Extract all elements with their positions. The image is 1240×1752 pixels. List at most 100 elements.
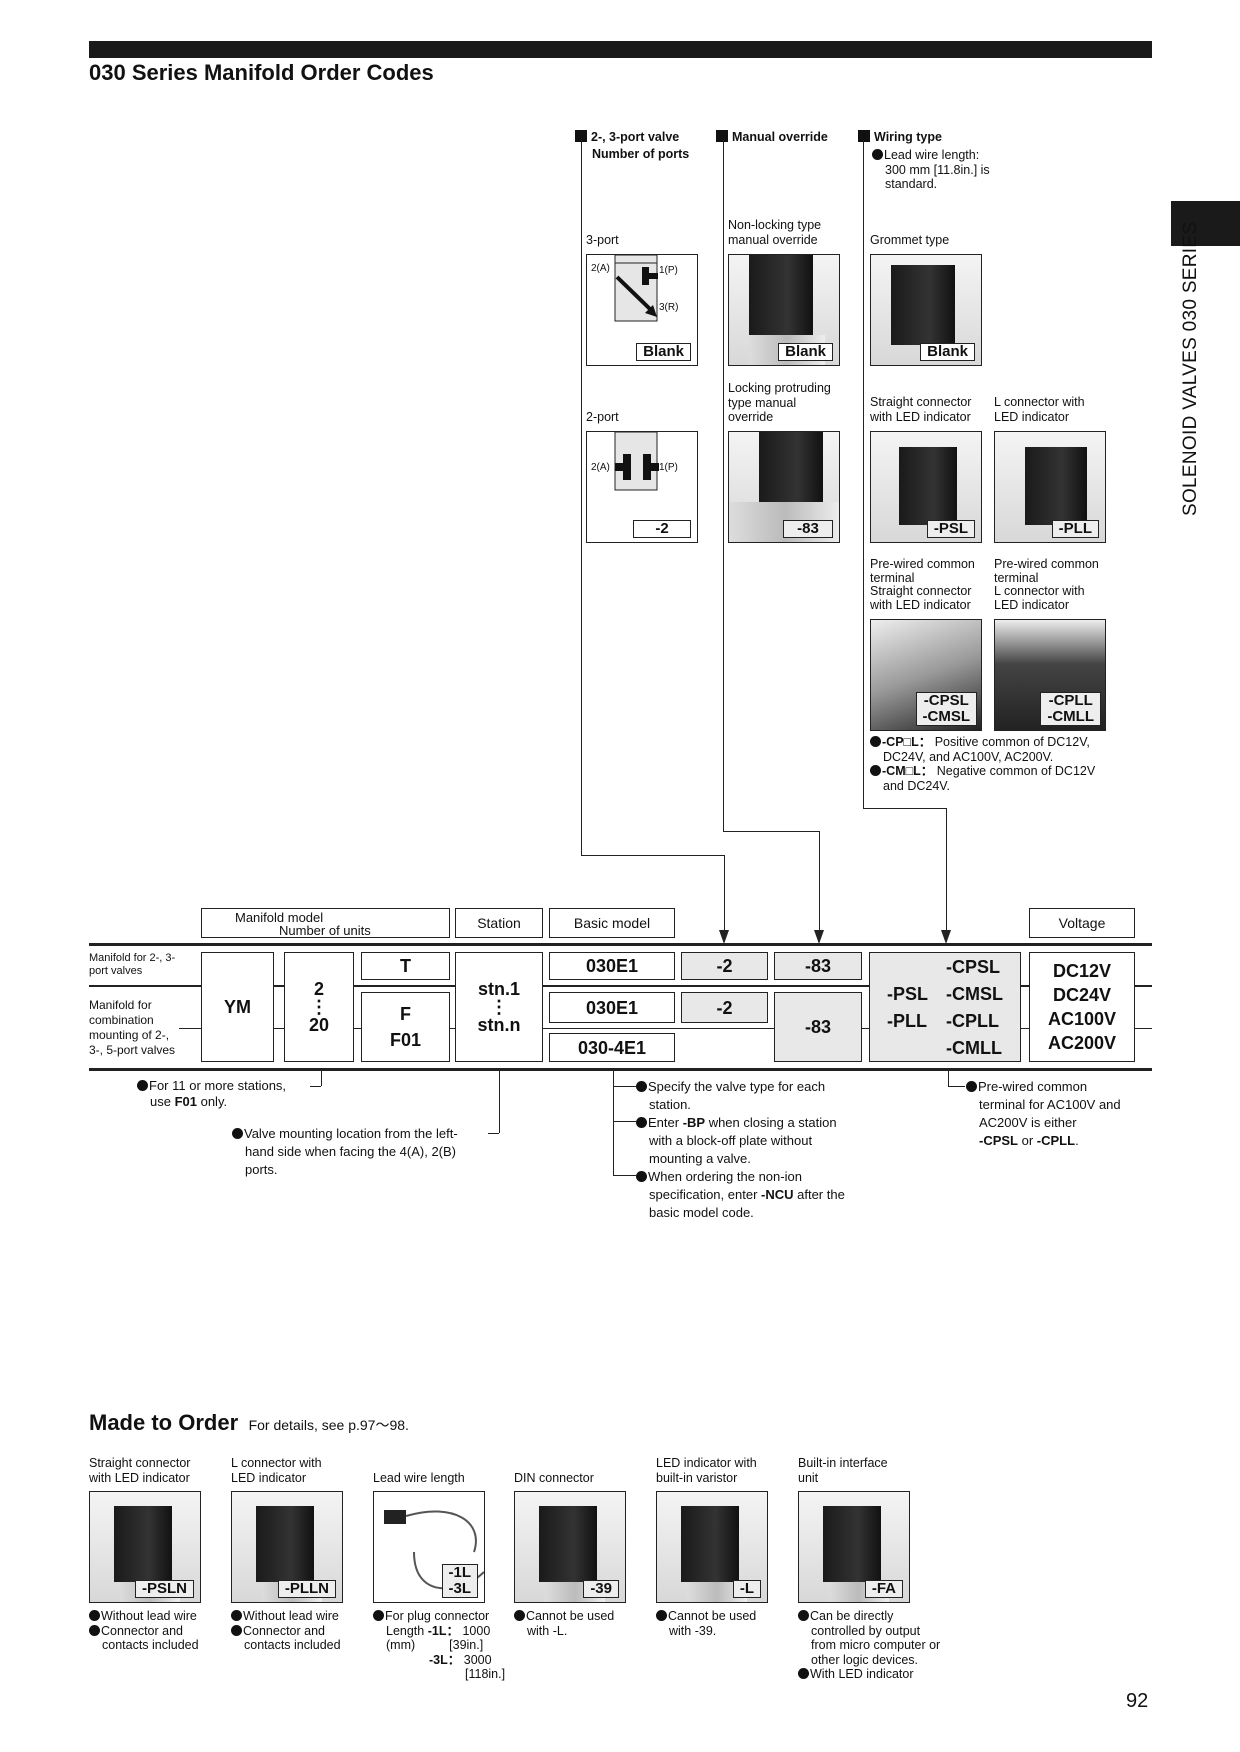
valve-body xyxy=(749,255,813,335)
option-code: -CPLL-CMLL xyxy=(1040,692,1101,726)
note-line: controlled by output xyxy=(811,1623,921,1638)
note-line: contacts included xyxy=(244,1638,341,1652)
cell-ports: -2 xyxy=(681,992,768,1023)
mto-label-line: with LED indicator xyxy=(89,1471,190,1485)
option-label-line: Locking protruding xyxy=(728,381,831,395)
note-line: Specify the valve type for each xyxy=(648,1079,826,1094)
option-code: -2 xyxy=(633,520,691,538)
ports-leader-line xyxy=(581,855,724,856)
option-label-line: type manual xyxy=(728,395,797,410)
mto-photo: -PLLN xyxy=(231,1491,343,1603)
cell-wiring: -CPSL -PSL -CMSL -PLL -CPLL -CMLL xyxy=(869,952,1021,1062)
valve-body xyxy=(114,1506,172,1582)
mto-code: -PSLN xyxy=(135,1580,194,1598)
note-line: Cannot be used xyxy=(668,1609,757,1623)
mto-label-line: L connector with xyxy=(231,1456,322,1470)
mto-code: -39 xyxy=(583,1580,619,1598)
wiring-leader-line xyxy=(863,808,946,809)
valve-body xyxy=(681,1506,739,1582)
option-label-line: with LED indicator xyxy=(870,597,971,612)
wiring-code: -PSL xyxy=(887,984,929,1004)
note-line: station. xyxy=(649,1097,691,1112)
note-leader xyxy=(499,1069,500,1133)
ports-heading: 2-, 3-port valve xyxy=(575,128,679,146)
photo-prewired-straight: -CPSL-CMSL xyxy=(870,619,982,731)
cell-basic-model: 030E1 xyxy=(549,952,675,980)
note-line: ports. xyxy=(245,1162,278,1177)
note-bold: -NCU xyxy=(761,1187,794,1202)
note-line: Length xyxy=(386,1623,425,1638)
note-line: With LED indicator xyxy=(810,1667,914,1681)
cell-type-t: T xyxy=(361,952,450,980)
header-manifold-model: Manifold model Number of units xyxy=(201,908,450,938)
cell-units: 2⋮20 xyxy=(284,952,354,1062)
wiring-note-line: Lead wire length: xyxy=(884,148,980,162)
cp-code: -CP□L： xyxy=(882,735,932,749)
side-tab xyxy=(1171,201,1240,246)
mto-label-line: Straight connector xyxy=(89,1456,191,1470)
header-basic-model: Basic model xyxy=(549,908,675,938)
mto-label: Lead wire length xyxy=(373,1456,465,1486)
ports-subheading: Number of ports xyxy=(592,147,690,161)
mto-code-line: -3L xyxy=(448,1580,472,1597)
note-leader xyxy=(488,1133,499,1134)
wiring-code: -CPLL xyxy=(946,1011,999,1031)
page-title: 030 Series Manifold Order Codes xyxy=(89,60,434,85)
ports-leader-line xyxy=(581,140,582,855)
port-label: 1(P) xyxy=(659,265,678,276)
note-line: other logic devices. xyxy=(811,1652,919,1667)
mto-label-line xyxy=(373,1456,465,1471)
valve-body xyxy=(759,432,823,502)
option-label-line: override xyxy=(728,410,774,424)
wiring-note: Lead wire length: 300 mm [11.8in.] is st… xyxy=(872,148,990,192)
mto-label-line: built-in varistor xyxy=(656,1471,738,1485)
port-label: 3(R) xyxy=(659,302,679,313)
note-line: basic model code. xyxy=(649,1205,754,1220)
mto-code: -1L-3L xyxy=(441,1564,478,1598)
port-label: 1(P) xyxy=(659,462,678,473)
note-leader xyxy=(310,1086,321,1087)
option-code-line: -CPLL xyxy=(1048,692,1093,709)
mto-label-line: LED indicator xyxy=(231,1471,307,1485)
units-max: 20 xyxy=(308,1015,330,1035)
note-line: use xyxy=(150,1094,175,1109)
valve-base xyxy=(687,1582,747,1602)
units-dots: ⋮ xyxy=(310,997,328,1017)
valve-body xyxy=(256,1506,314,1582)
option-code-line: -CPSL xyxy=(923,692,969,709)
option-3-port: 2(A) 1(P) 3(R) Blank xyxy=(586,254,698,366)
note-line: [39in.] xyxy=(449,1638,484,1652)
note-line: with -39. xyxy=(669,1623,717,1638)
wiring-note-line: 300 mm [11.8in.] is xyxy=(885,162,990,177)
override-leader-line xyxy=(819,831,820,931)
note-line: Connector and xyxy=(101,1623,184,1638)
note-line: Pre-wired common xyxy=(978,1079,1088,1094)
note-line: with -L. xyxy=(527,1623,568,1638)
option-label-line: with LED indicator xyxy=(870,409,971,424)
side-tab-label: SOLENOID VALVES 030 SERIES xyxy=(1180,221,1201,516)
mto-label-line: Built-in interface xyxy=(798,1456,888,1470)
header-text: Manifold model xyxy=(235,910,324,925)
option-code: -CPSL-CMSL xyxy=(915,692,977,726)
note-line: after the xyxy=(793,1187,845,1202)
option-code: -PLL xyxy=(1051,520,1099,538)
option-label-line: LED indicator xyxy=(994,597,1070,612)
ports-heading-text: 2-, 3-port valve xyxy=(591,130,680,144)
row-label-line: Manifold for 2-, 3- xyxy=(89,952,176,964)
note-line: For 11 or more stations, xyxy=(149,1078,287,1093)
override-leader-line xyxy=(723,140,724,831)
arrow-down-icon xyxy=(719,930,729,944)
row-label-2-3-port: Manifold for 2-, 3-port valves xyxy=(89,952,176,978)
option-code: Blank xyxy=(636,343,691,361)
wiring-note-line: standard. xyxy=(885,177,938,191)
photo-non-locking-override: Blank xyxy=(728,254,840,366)
top-bar xyxy=(89,41,1152,58)
note-line: Without lead wire xyxy=(101,1609,197,1623)
note-bold: -1L： xyxy=(427,1623,459,1638)
